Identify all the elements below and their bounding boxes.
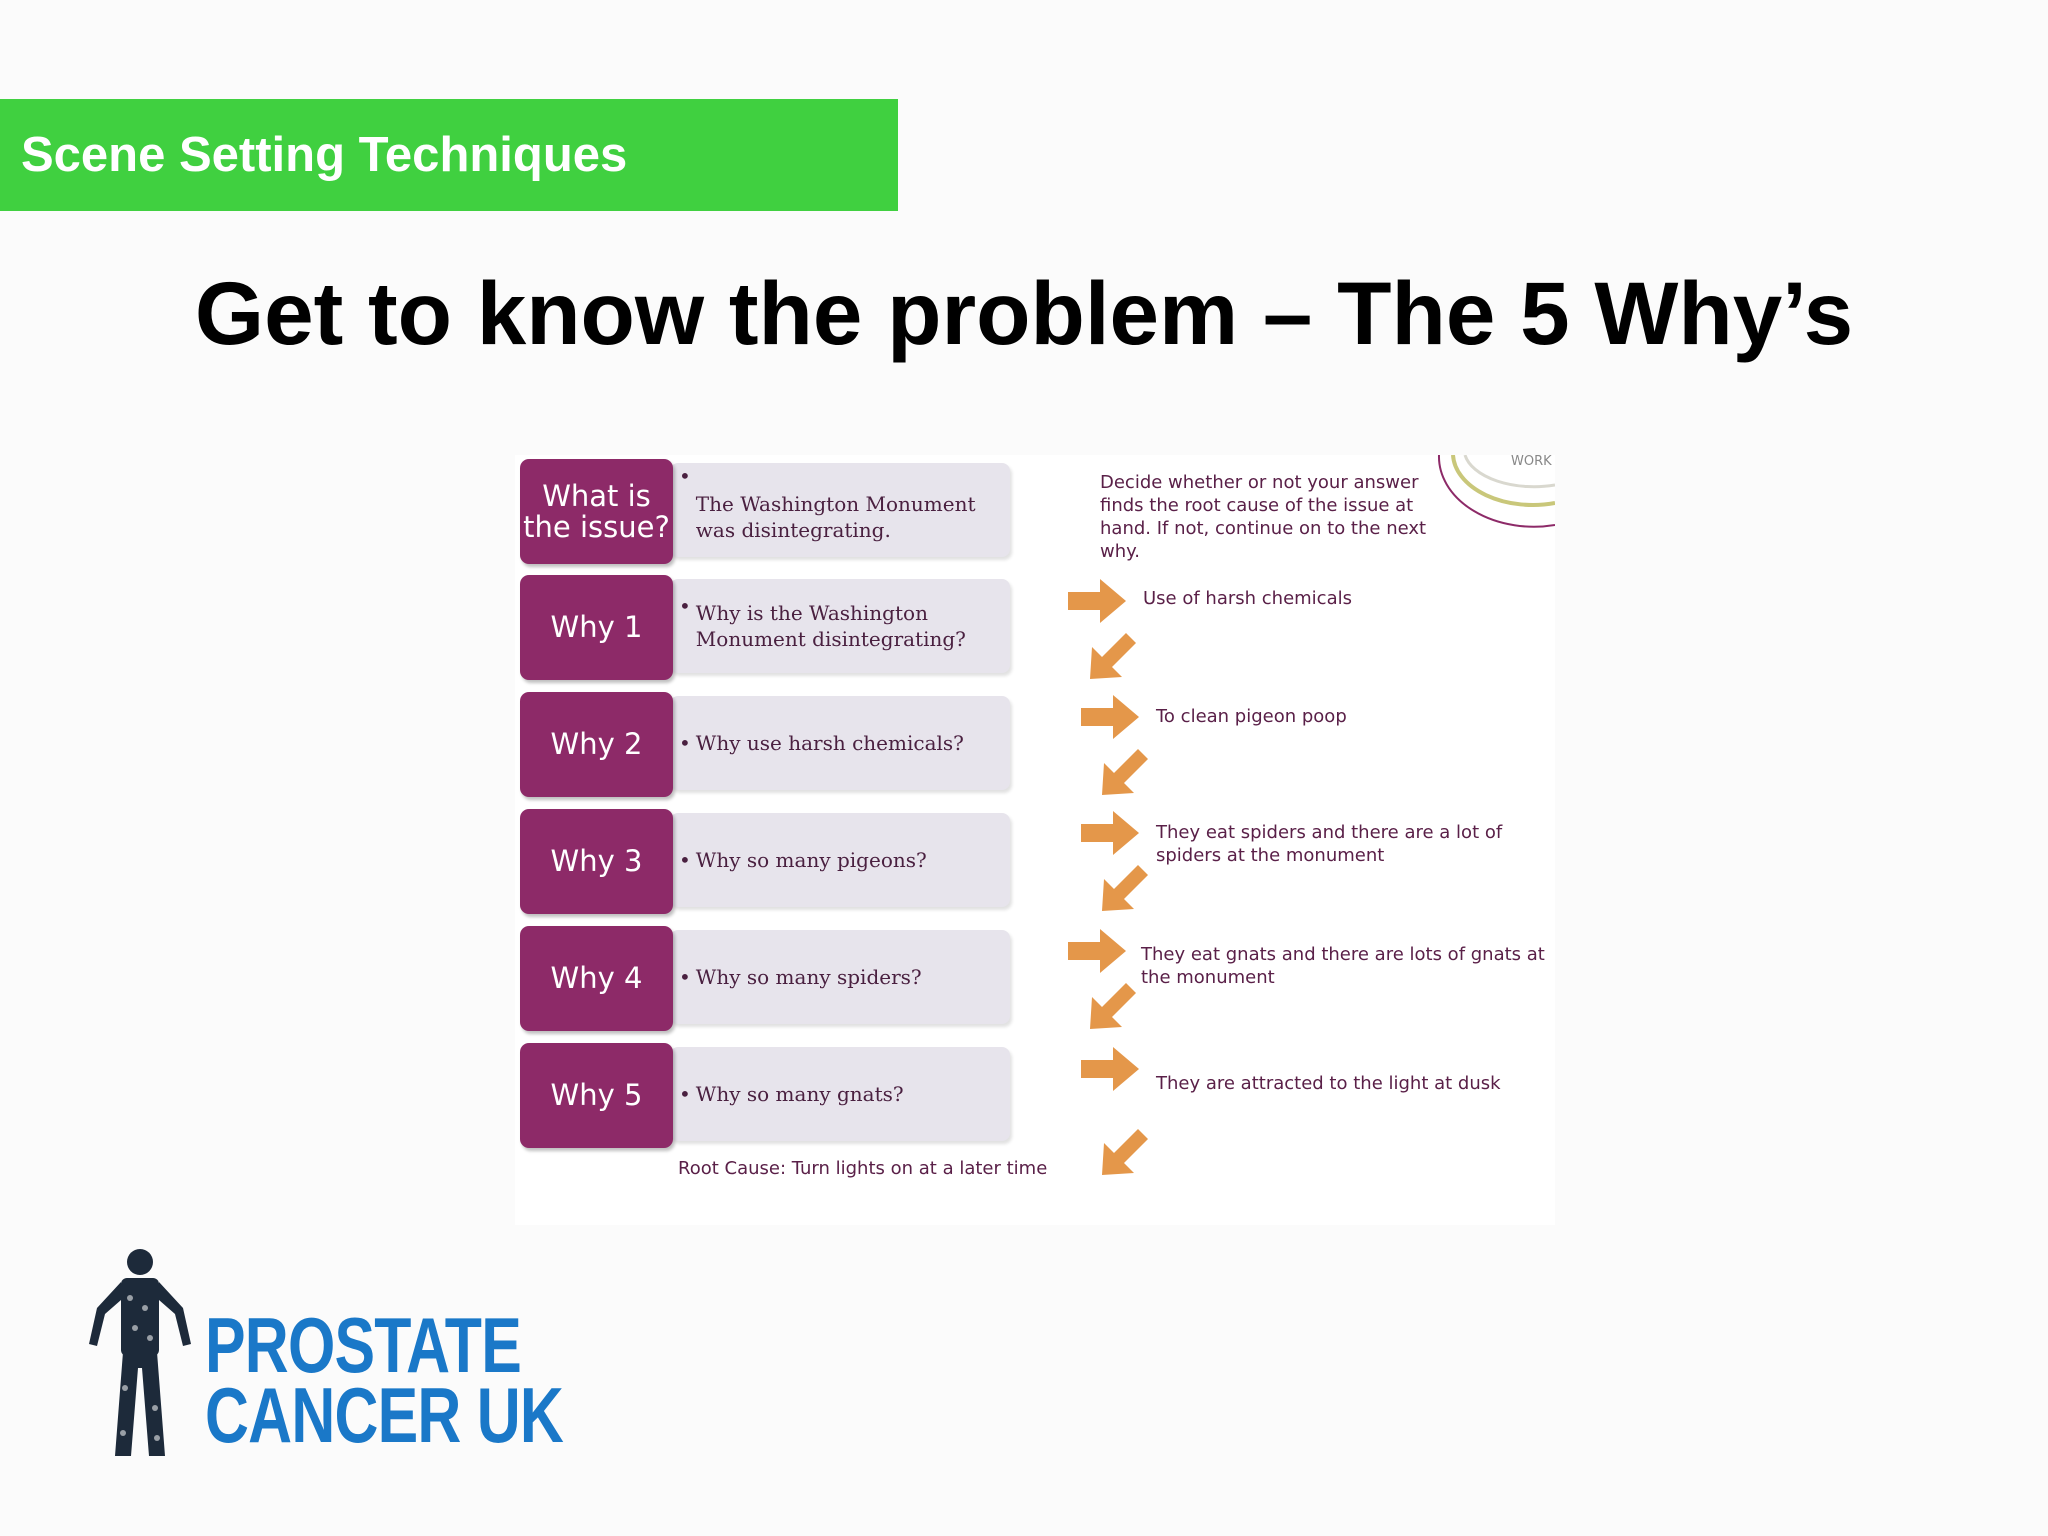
down-left-arrow-icon xyxy=(1090,633,1136,679)
answer-3: They eat spiders and there are a lot of … xyxy=(1156,822,1503,866)
section-title: Scene Setting Techniques xyxy=(21,128,628,182)
right-arrow-icon xyxy=(1081,811,1139,855)
root-cause-text: Root Cause: Turn lights on at a later ti… xyxy=(678,1158,1048,1179)
step-label: What is the issue? xyxy=(520,459,673,564)
instruction-text: Decide whether or not your answer finds … xyxy=(1100,472,1427,562)
logo-line-2: CANCER UK xyxy=(205,1371,564,1459)
step-label: Why 1 xyxy=(520,575,673,680)
slide-heading: Get to know the problem – The 5 Why’s xyxy=(194,263,1854,363)
answer-5: They are attracted to the light at dusk xyxy=(1156,1073,1501,1094)
answer-2: To clean pigeon poop xyxy=(1156,706,1347,727)
step-why-3: •Why so many pigeons? Why 3 xyxy=(520,809,1020,914)
five-whys-diagram: WORK •The Washington Monument was disint… xyxy=(515,455,1555,1225)
step-description-box: •Why so many gnats? xyxy=(670,1047,1010,1141)
right-arrow-icon xyxy=(1081,1047,1139,1091)
wheel-label: WORK xyxy=(1511,455,1552,469)
step-description-box: •Why so many spiders? xyxy=(670,930,1010,1024)
step-label: Why 5 xyxy=(520,1043,673,1148)
step-label: Why 2 xyxy=(520,692,673,797)
down-left-arrow-icon xyxy=(1102,1129,1148,1175)
wheel-graphic-icon: WORK xyxy=(1437,455,1555,528)
right-arrow-icon xyxy=(1068,579,1126,623)
human-figure-icon xyxy=(89,1249,191,1456)
step-description-box: •Why so many pigeons? xyxy=(670,813,1010,907)
step-description-box: •Why is the Washington Monument disinteg… xyxy=(670,579,1010,673)
down-left-arrow-icon xyxy=(1102,865,1148,911)
step-why-2: •Why use harsh chemicals? Why 2 xyxy=(520,692,1020,797)
logo-wordmark: PROSTATE CANCER UK xyxy=(205,1301,564,1459)
step-description-box: •Why use harsh chemicals? xyxy=(670,696,1010,790)
answer-4: They eat gnats and there are lots of gna… xyxy=(1141,944,1545,988)
right-arrow-icon xyxy=(1068,929,1126,973)
down-left-arrow-icon xyxy=(1102,749,1148,795)
right-arrow-icon xyxy=(1081,695,1139,739)
step-why-1: •Why is the Washington Monument disinteg… xyxy=(520,575,1020,680)
step-issue: •The Washington Monument was disintegrat… xyxy=(520,459,1020,564)
section-banner: Scene Setting Techniques xyxy=(0,99,898,211)
down-left-arrow-icon xyxy=(1090,983,1136,1029)
step-label: Why 3 xyxy=(520,809,673,914)
logo-line-1: PROSTATE xyxy=(205,1301,522,1389)
step-why-5: •Why so many gnats? Why 5 xyxy=(520,1043,1020,1148)
step-label: Why 4 xyxy=(520,926,673,1031)
step-why-4: •Why so many spiders? Why 4 xyxy=(520,926,1020,1031)
answer-1: Use of harsh chemicals xyxy=(1143,588,1352,609)
step-description-box: •The Washington Monument was disintegrat… xyxy=(670,463,1010,557)
